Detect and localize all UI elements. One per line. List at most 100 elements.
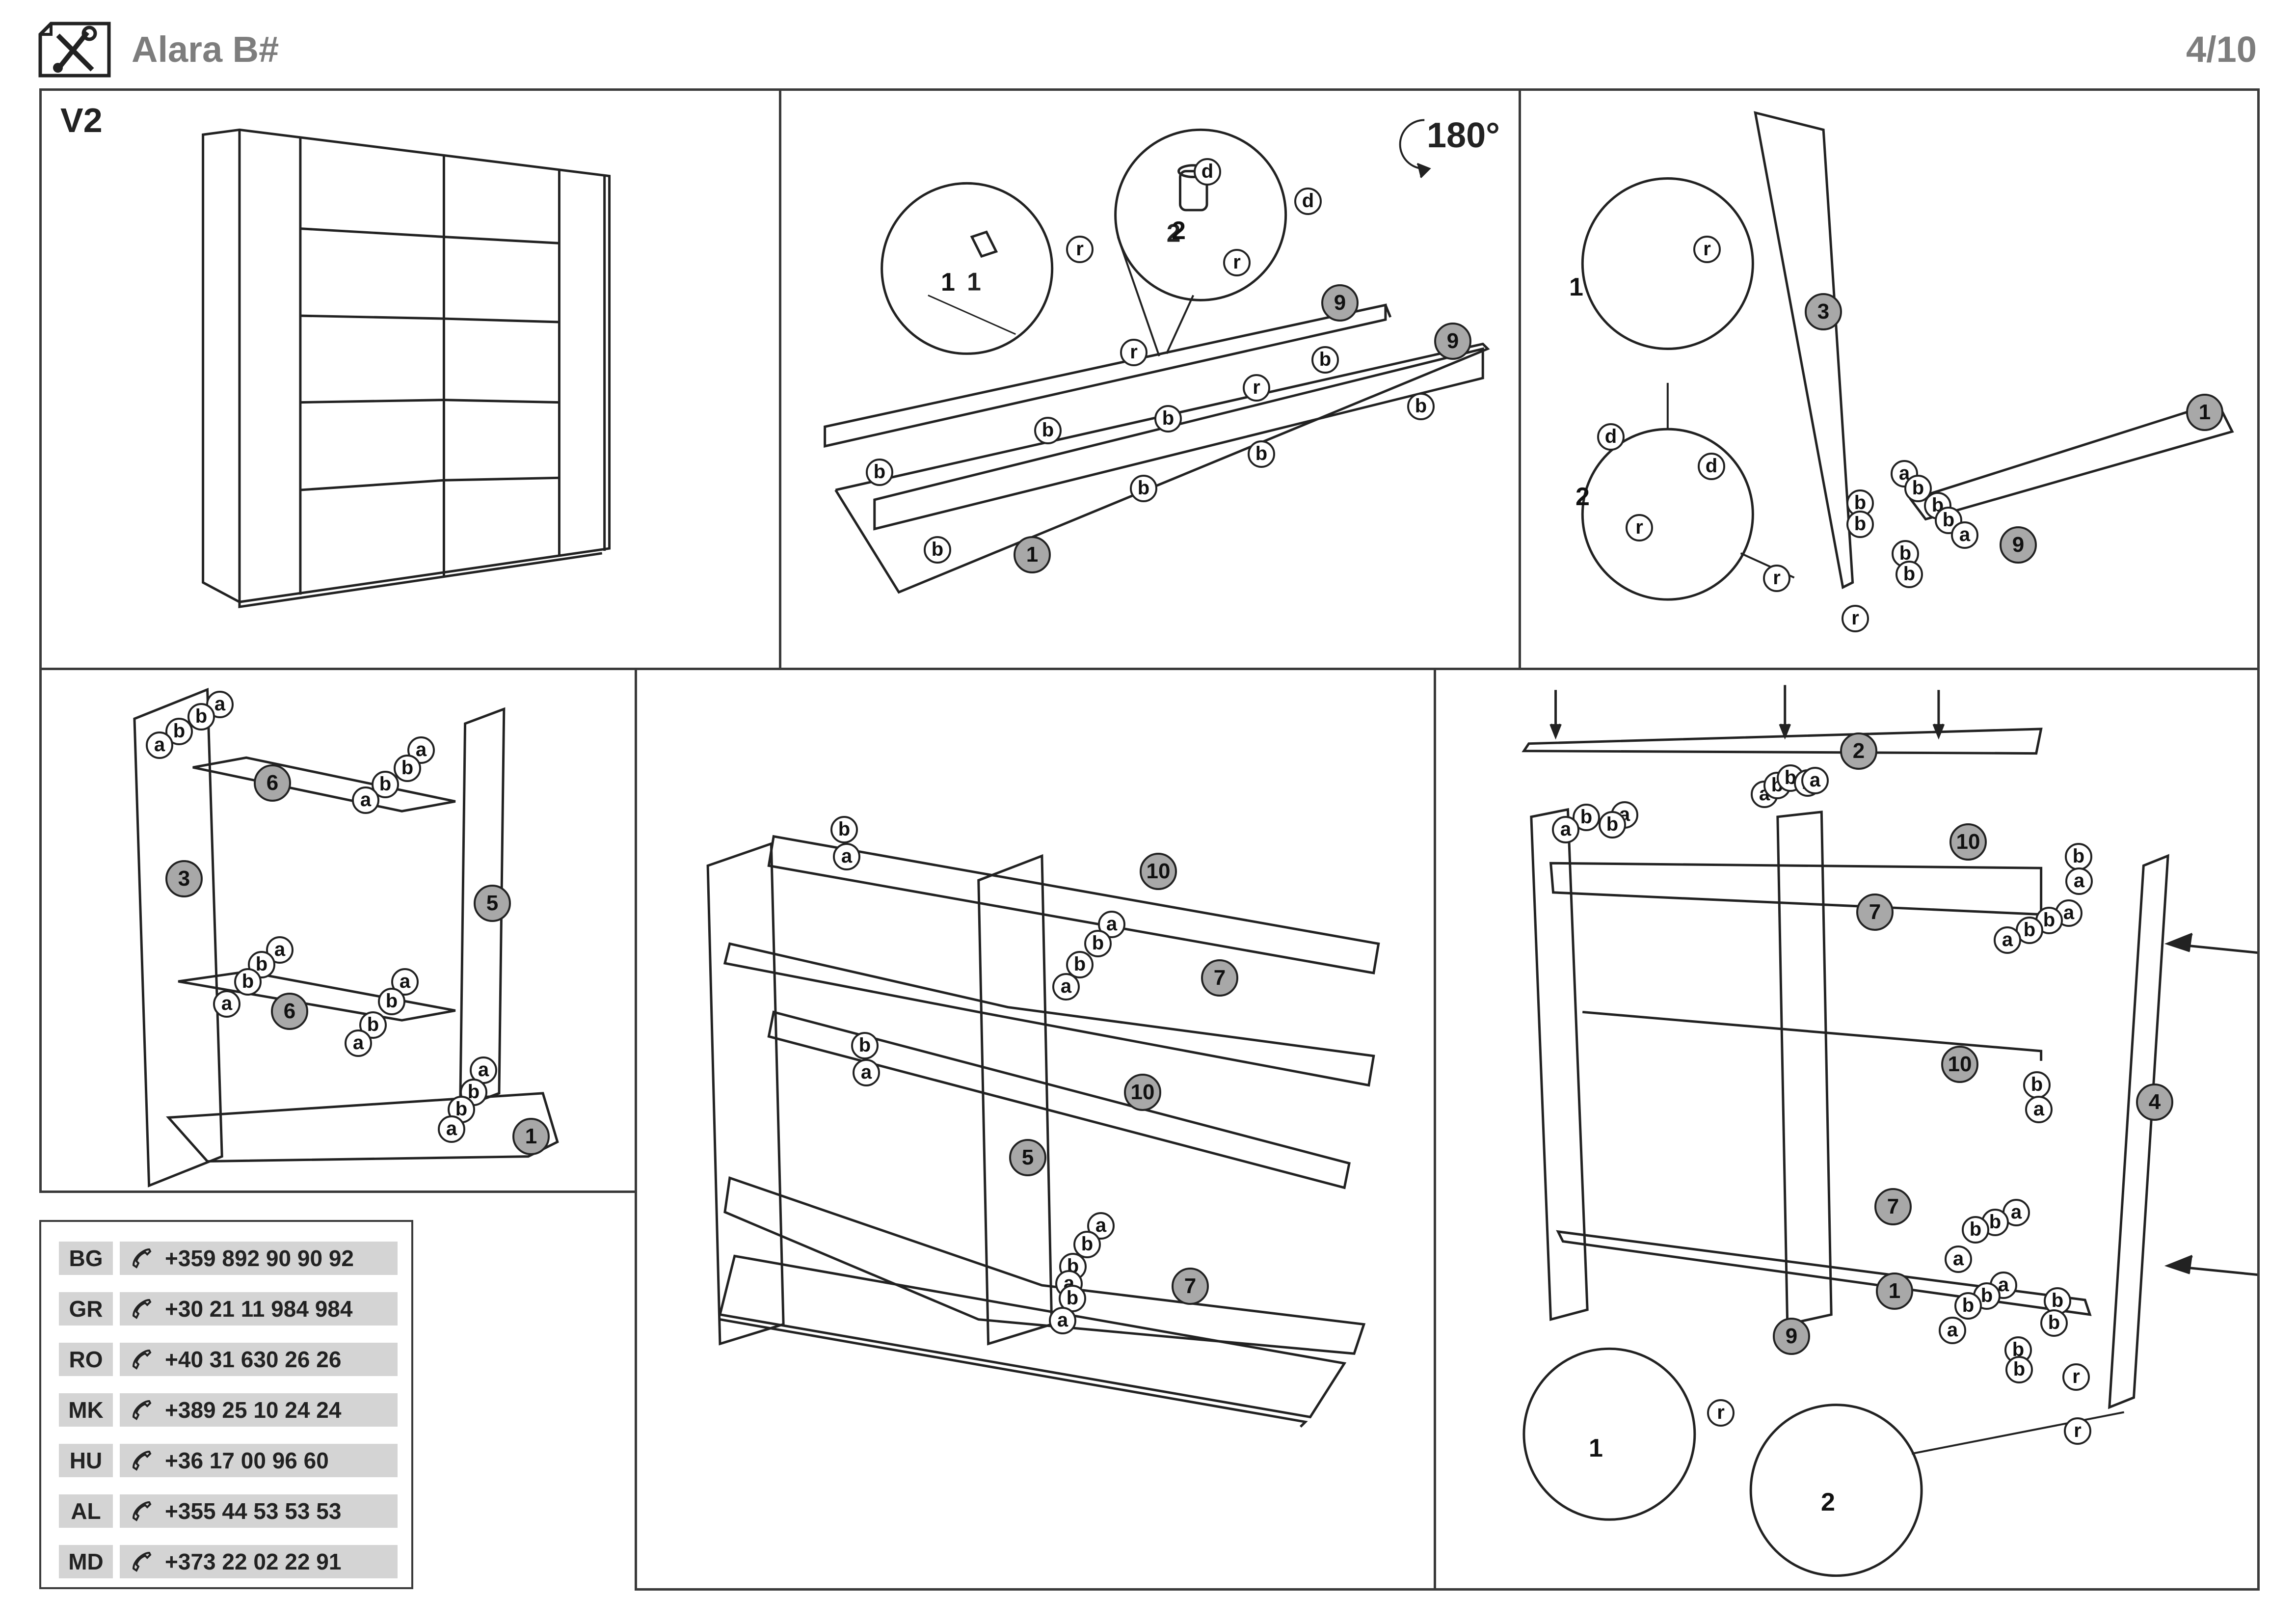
contact-row: AL +355 44 53 53 53 bbox=[59, 1494, 398, 1528]
callout-d: d bbox=[1698, 453, 1725, 480]
callout-d: d bbox=[1294, 188, 1322, 215]
callout-r: r bbox=[1842, 605, 1869, 632]
country-code: BG bbox=[59, 1242, 113, 1275]
phone-cell: +36 17 00 96 60 bbox=[120, 1444, 398, 1477]
contact-row: MD +373 22 02 22 91 bbox=[59, 1545, 398, 1578]
callout-a: a bbox=[853, 1059, 880, 1086]
detail-number: 1 bbox=[941, 268, 955, 297]
part-number-badge: 9 bbox=[1773, 1318, 1810, 1355]
phone-number: +389 25 10 24 24 bbox=[165, 1397, 342, 1423]
phone-number: +40 31 630 26 26 bbox=[165, 1347, 342, 1372]
panel-side-attach bbox=[1519, 88, 2260, 670]
part-number-badge: 2 bbox=[1840, 732, 1877, 770]
phone-cell: +30 21 11 984 984 bbox=[120, 1292, 398, 1326]
callout-b: b bbox=[1311, 346, 1339, 374]
phone-cell: +359 892 90 90 92 bbox=[120, 1242, 398, 1275]
country-code: HU bbox=[59, 1444, 113, 1477]
callout-r: r bbox=[1693, 236, 1721, 263]
phone-cell: +389 25 10 24 24 bbox=[120, 1393, 398, 1427]
callout-b: b bbox=[187, 703, 215, 731]
contact-row: HU +36 17 00 96 60 bbox=[59, 1444, 398, 1477]
callout-b: b bbox=[1073, 1231, 1101, 1258]
part-number-badge: 9 bbox=[1321, 284, 1359, 322]
callout-a: a bbox=[352, 786, 379, 814]
callout-b: b bbox=[1248, 440, 1275, 468]
callout-b: b bbox=[234, 968, 262, 996]
divider-drawing bbox=[706, 835, 1380, 1428]
part-number-badge: 3 bbox=[165, 860, 203, 897]
callout-b: b bbox=[2040, 1309, 2068, 1337]
callout-r: r bbox=[1763, 565, 1790, 592]
phone-cell: +373 22 02 22 91 bbox=[120, 1545, 398, 1578]
callout-b: b bbox=[924, 536, 951, 564]
phone-icon bbox=[132, 1450, 152, 1471]
callout-b: b bbox=[1954, 1292, 1982, 1320]
part-number-badge: 4 bbox=[2136, 1083, 2173, 1121]
contact-row: RO +40 31 630 26 26 bbox=[59, 1343, 398, 1376]
part-number-badge: 10 bbox=[1140, 853, 1177, 890]
svg-text:2: 2 bbox=[1167, 218, 1181, 247]
detail-number: 1 bbox=[1569, 273, 1583, 301]
callout-a: a bbox=[1552, 816, 1579, 843]
callout-b: b bbox=[2023, 1071, 2051, 1099]
callout-r: r bbox=[1243, 374, 1270, 402]
phone-icon bbox=[132, 1248, 152, 1269]
callout-d: d bbox=[1597, 423, 1625, 451]
rotate-180-label: 180° bbox=[1427, 116, 1500, 155]
callout-b: b bbox=[1846, 489, 1874, 517]
page-number: 4/10 bbox=[2186, 29, 2257, 70]
part-number-badge: 5 bbox=[1009, 1139, 1046, 1176]
panel-plinth-assembly: 1 2 180° bbox=[779, 88, 1521, 670]
part-number-badge: 7 bbox=[1874, 1188, 1912, 1225]
callout-b: b bbox=[2016, 917, 2043, 944]
country-code: MK bbox=[59, 1393, 113, 1427]
part-number-badge: 10 bbox=[1949, 823, 1987, 861]
carcass-drawing bbox=[1522, 685, 2257, 1577]
callout-r: r bbox=[1707, 1399, 1735, 1427]
phone-cell: +40 31 630 26 26 bbox=[120, 1343, 398, 1376]
callout-b: b bbox=[1154, 405, 1182, 433]
svg-text:1: 1 bbox=[967, 268, 981, 296]
callout-b: b bbox=[1599, 811, 1626, 839]
part-number-badge: 1 bbox=[1014, 536, 1051, 573]
panel-shelves-assembly bbox=[39, 668, 638, 1193]
part-number-badge: 10 bbox=[1941, 1046, 1978, 1083]
phone-cell: +355 44 53 53 53 bbox=[120, 1494, 398, 1528]
phone-icon bbox=[132, 1551, 152, 1572]
country-code: GR bbox=[59, 1292, 113, 1326]
phone-number: +30 21 11 984 984 bbox=[165, 1296, 353, 1322]
callout-r: r bbox=[1626, 514, 1653, 541]
part-number-badge: 10 bbox=[1124, 1074, 1161, 1111]
callout-a: a bbox=[438, 1115, 465, 1143]
callout-a: a bbox=[833, 843, 860, 870]
callout-b: b bbox=[165, 718, 193, 745]
callout-b: b bbox=[372, 771, 399, 798]
callout-b: b bbox=[2005, 1356, 2033, 1383]
country-code: MD bbox=[59, 1545, 113, 1578]
callout-b: b bbox=[2065, 843, 2092, 870]
callout-b: b bbox=[851, 1032, 879, 1059]
callout-a: a bbox=[1951, 521, 1978, 549]
phone-icon bbox=[132, 1501, 152, 1521]
part-number-badge: 9 bbox=[2000, 526, 2037, 564]
detail-number: 1 bbox=[1589, 1434, 1603, 1462]
callout-b: b bbox=[394, 755, 421, 782]
contact-row: BG +359 892 90 90 92 bbox=[59, 1242, 398, 1275]
phone-icon bbox=[132, 1349, 152, 1370]
part-number-badge: 6 bbox=[254, 764, 291, 802]
tools-icon bbox=[38, 22, 111, 78]
part-number-badge: 1 bbox=[2186, 394, 2223, 431]
phone-number: +359 892 90 90 92 bbox=[165, 1245, 354, 1271]
phone-icon bbox=[132, 1299, 152, 1319]
panel-carcass-assembly bbox=[1434, 668, 2260, 1591]
callout-b: b bbox=[866, 459, 893, 486]
wardrobe-drawing bbox=[202, 128, 611, 608]
callout-r: r bbox=[2064, 1417, 2091, 1445]
part-number-badge: 1 bbox=[512, 1118, 550, 1155]
callout-a: a bbox=[1945, 1245, 1972, 1273]
callout-b: b bbox=[378, 988, 405, 1015]
callout-a: a bbox=[345, 1029, 372, 1057]
callout-b: b bbox=[1962, 1216, 1989, 1244]
callout-b: b bbox=[1846, 511, 1874, 538]
phone-number: +373 22 02 22 91 bbox=[165, 1549, 342, 1574]
